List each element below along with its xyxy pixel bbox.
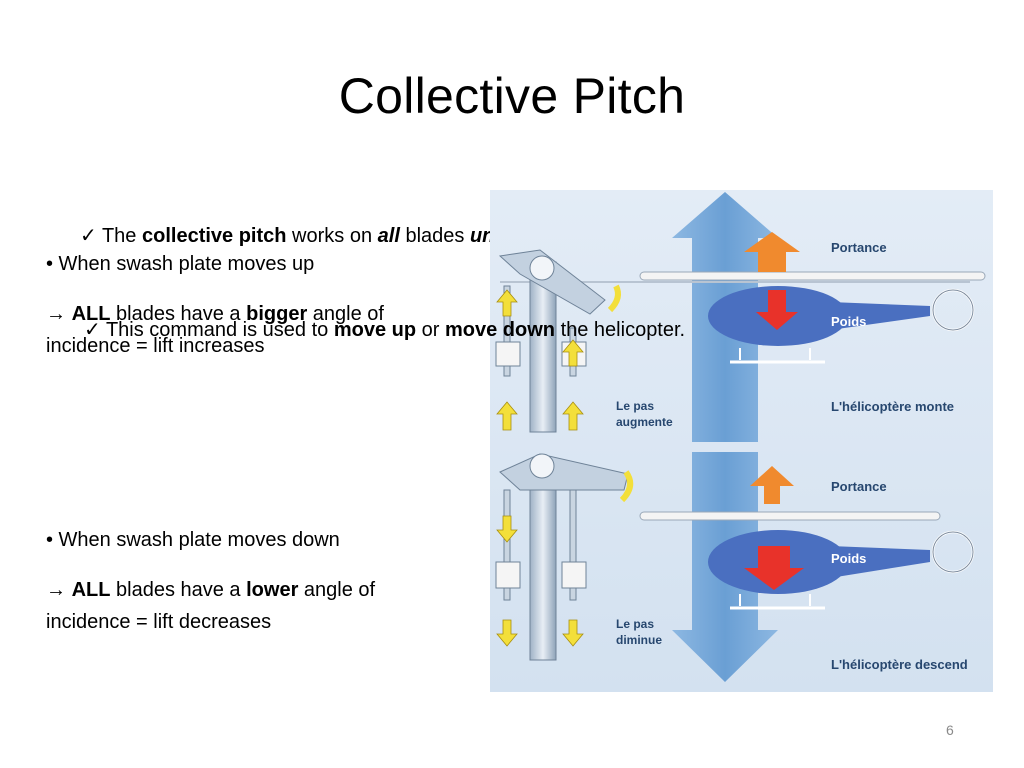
lift-arrow-top: [744, 232, 800, 272]
intro-line-2: ✓ This command is used to move up or mov…: [84, 318, 685, 342]
down-text: angle of: [298, 579, 376, 601]
intro-emphasis: collective pitch: [142, 225, 287, 247]
down-bullet: • When swash plate moves down: [46, 529, 340, 551]
intro-text: The: [101, 225, 142, 247]
label-pitch-top-2: augmente: [616, 415, 673, 429]
intro-text: blades: [399, 225, 470, 247]
down-line-1: → ALL blades have a lower angle of: [46, 574, 375, 606]
label-pitch-bottom-2: diminue: [616, 633, 662, 647]
lift-arrow-bottom: [750, 466, 794, 504]
up-text: blades have a: [110, 303, 247, 325]
swash-mechanism-bottom: [495, 453, 634, 661]
arrow-icon: →: [46, 579, 72, 601]
swash-mechanism-top: [495, 249, 621, 433]
label-weight-bottom: Poids: [831, 551, 866, 566]
down-section: • When swash plate moves down → ALL blad…: [46, 524, 375, 638]
label-pitch-bottom-1: Le pas: [616, 617, 654, 631]
label-lift-bottom: Portance: [831, 479, 887, 494]
intro-text: This command is used to: [105, 319, 334, 341]
collective-pitch-figure: Portance Poids Le pas augmente L'hélicop…: [490, 190, 993, 692]
check-icon: ✓: [84, 319, 101, 341]
intro-text: or: [416, 319, 445, 341]
page-number: 6: [946, 722, 954, 738]
intro-text: works on: [286, 225, 378, 247]
arrow-icon: →: [46, 303, 72, 325]
figure-svg: Portance Poids Le pas augmente L'hélicop…: [490, 190, 993, 692]
intro-emphasis: move up: [333, 319, 417, 341]
up-emphasis: bigger: [246, 303, 308, 325]
rotor-blade-bottom: [639, 511, 941, 521]
label-result-top: L'hélicoptère monte: [831, 399, 954, 414]
slide-title: Collective Pitch: [338, 68, 686, 124]
up-section: • When swash plate moves up → ALL blades…: [46, 248, 384, 362]
down-text: blades have a: [110, 579, 247, 601]
down-emphasis: lower: [246, 579, 299, 601]
label-weight-top: Poids: [831, 314, 866, 329]
weight-arrow-bottom: [744, 546, 804, 590]
check-icon: ✓: [80, 225, 97, 247]
down-line-2: incidence = lift decreases: [46, 611, 272, 633]
up-bullet: • When swash plate moves up: [46, 253, 315, 275]
down-emphasis: ALL: [71, 579, 111, 601]
weight-arrow-top: [756, 290, 798, 330]
up-line-2: incidence = lift increases: [46, 335, 265, 357]
up-line-1: → ALL blades have a bigger angle of: [46, 298, 384, 330]
intro-emphasis: all: [377, 225, 400, 247]
intro-text: the helicopter.: [555, 319, 686, 341]
rotor-blade-top: [639, 271, 986, 281]
label-pitch-top-1: Le pas: [616, 399, 654, 413]
up-emphasis: ALL: [71, 303, 111, 325]
label-result-bottom: L'hélicoptère descend: [831, 657, 968, 672]
up-text: angle of: [307, 303, 384, 325]
intro-emphasis: move down: [445, 319, 556, 341]
label-lift-top: Portance: [831, 240, 887, 255]
